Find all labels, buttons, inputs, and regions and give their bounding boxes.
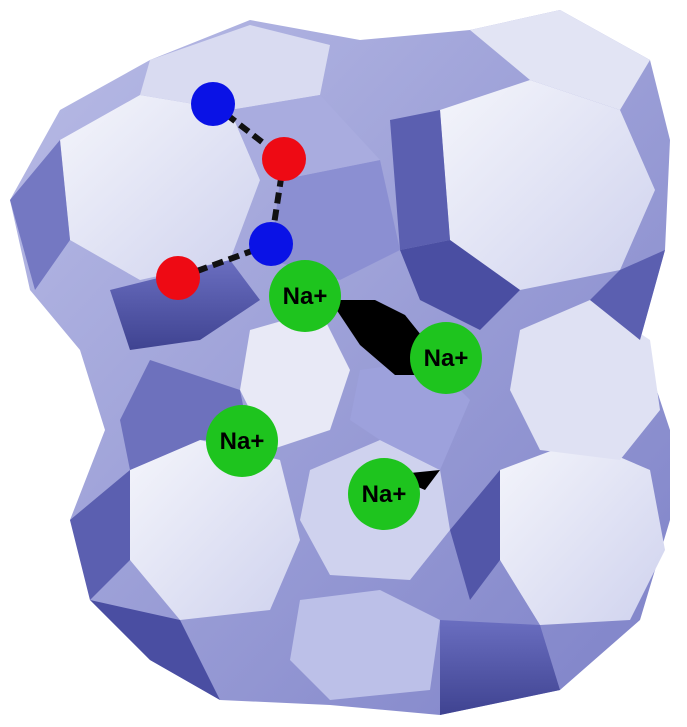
oxygen-atom (262, 137, 306, 181)
sodium-ion-circle (348, 458, 420, 530)
sodium-ion: Na+ (348, 458, 420, 530)
sodium-ion-circle (206, 405, 278, 477)
cage-square-top-right (390, 110, 450, 250)
framework-shadows (90, 95, 665, 715)
molecule-atoms (156, 82, 306, 300)
shadow-face-6 (120, 360, 250, 470)
cage-face-top-left (60, 95, 260, 280)
sodium-ions: Na+ Na+ Na+ Na+ (206, 260, 482, 530)
cage-square-bottom-left (70, 470, 130, 600)
cage-face-middle-left (240, 310, 350, 450)
cage-face-bottom-right (500, 440, 665, 625)
shadow-face-2 (400, 240, 520, 330)
cage-face-top-left-rim (140, 25, 330, 110)
sodium-ion: Na+ (206, 405, 278, 477)
sodium-ion-label: Na+ (424, 345, 469, 372)
shadow-face-1 (110, 260, 260, 350)
cage-face-middle-right (510, 300, 660, 460)
shadow-face-3 (270, 160, 400, 280)
sodalite-cages (10, 10, 665, 700)
sodium-ion-label: Na+ (283, 283, 328, 310)
nitrogen-atom (249, 222, 293, 266)
shadow-face-4 (90, 600, 220, 700)
shadow-face-5 (440, 620, 560, 715)
nitrogen-atom (191, 82, 235, 126)
sodium-ion: Na+ (269, 260, 341, 332)
sodium-ion: Na+ (410, 322, 482, 394)
sodium-ion-circle (410, 322, 482, 394)
sodium-ion-label: Na+ (220, 428, 265, 455)
shadow-face-7 (450, 470, 500, 600)
cage-face-top-right (440, 80, 655, 290)
cage-face-lower-center (290, 590, 440, 700)
oxygen-atom (156, 256, 200, 300)
shadow-face-9 (590, 250, 665, 340)
cage-face-bottom-left (130, 440, 300, 620)
sodium-ion-circle (269, 260, 341, 332)
channel-opening-main (330, 300, 425, 375)
cage-square-top-left (10, 140, 70, 290)
sodium-ion-label: Na+ (362, 481, 407, 508)
cage-face-top-right-rim (470, 10, 650, 110)
